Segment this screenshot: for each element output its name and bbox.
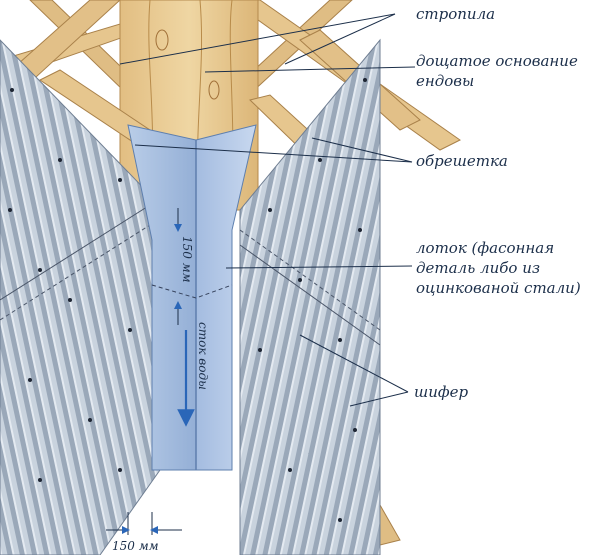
water-flow-indicator: сток воды	[177, 322, 210, 427]
water-flow-label: сток воды	[196, 322, 210, 390]
edge-dimension: 150 мм	[106, 512, 182, 553]
rafters-label: стропила	[416, 5, 495, 23]
edge-dimension-label: 150 мм	[112, 539, 159, 553]
gutter-label-line3: оцинкованой стали)	[416, 279, 581, 297]
slate-label: шифер	[414, 383, 468, 401]
overlap-dimension: 150 мм	[174, 208, 194, 325]
gutter-label-line2: деталь либо из	[416, 259, 540, 277]
valley-base-label-line1: дощатое основание	[416, 52, 578, 70]
slate-left	[0, 39, 161, 555]
slate-right	[239, 38, 381, 555]
callouts: стропила дощатое основание ендовы обреше…	[119, 5, 581, 407]
valley-gutter	[127, 124, 257, 471]
overlap-dimension-label: 150 мм	[180, 236, 194, 283]
gutter-label-line1: лоток (фасонная	[416, 239, 554, 257]
battens-label: обрешетка	[416, 152, 508, 170]
valley-base-label-line2: ендовы	[416, 72, 474, 90]
